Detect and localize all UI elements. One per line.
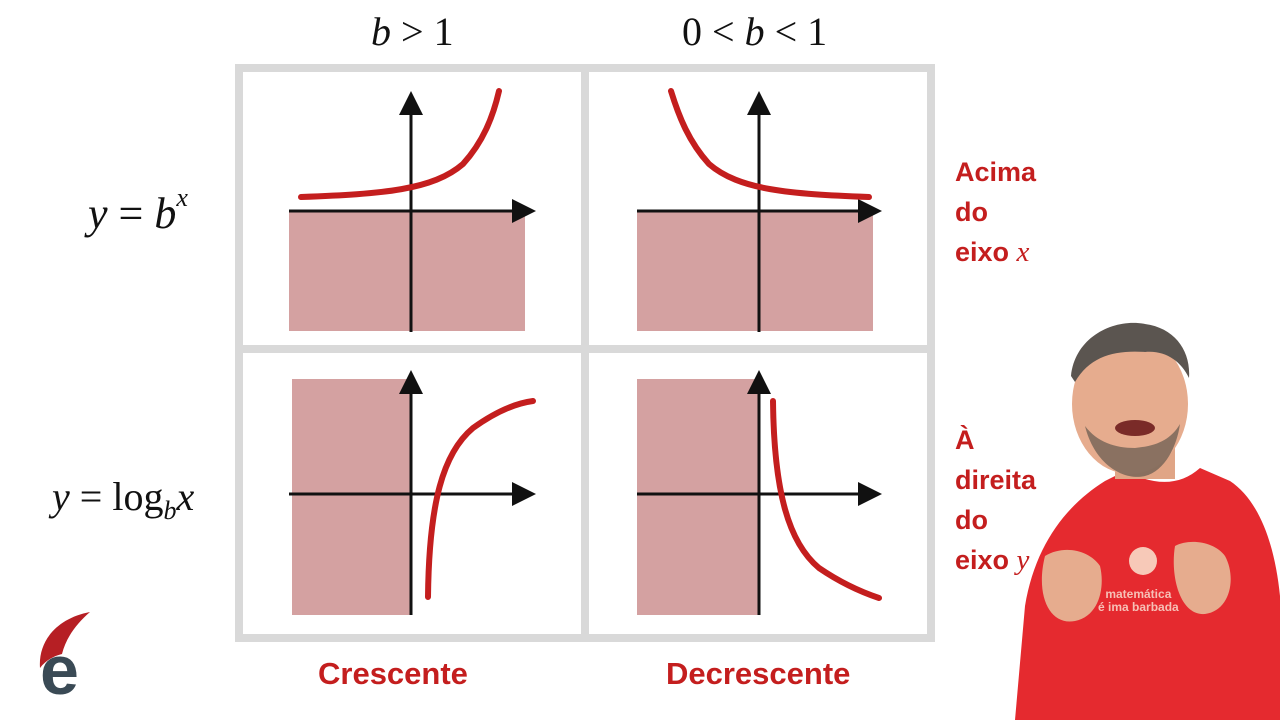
shirt-logo: [1129, 547, 1157, 575]
label-crescente: Crescente: [318, 656, 468, 691]
equals-sign: =: [118, 189, 144, 238]
shaded-region: [637, 211, 873, 331]
less-sign: <: [712, 9, 735, 54]
face: [1072, 334, 1188, 474]
presenter-figure: [1015, 322, 1280, 720]
var-y: y: [1016, 544, 1030, 576]
log-curve: [425, 398, 536, 600]
label-decrescente: Decrescente: [666, 656, 851, 691]
logo-leaf: [39, 612, 90, 668]
less-sign: <: [774, 9, 798, 54]
shaded-region: [289, 211, 525, 331]
log-base-b: b: [163, 496, 177, 525]
side-label-above-x-axis: Acima do eixo x: [955, 152, 1036, 272]
var-y: y: [52, 474, 70, 519]
var-b: b: [744, 9, 765, 54]
side-line: À: [955, 425, 975, 455]
var-b: b: [154, 189, 177, 238]
shirt-text-line: é ima barbada: [1098, 600, 1179, 614]
beard: [1085, 424, 1180, 477]
graph-log-increasing: [289, 370, 536, 615]
hair: [1071, 322, 1190, 382]
shaded-region: [637, 379, 759, 615]
cell-log-decreasing: [589, 353, 927, 634]
exp-curve: [298, 88, 502, 200]
side-line: Acima: [955, 157, 1037, 187]
row-header-logarithm: y = logbx: [52, 473, 194, 526]
shirt-text-line: matemática: [1105, 587, 1172, 601]
var-x: x: [1016, 236, 1030, 268]
mouth: [1115, 420, 1155, 436]
side-line: eixo: [955, 545, 1010, 575]
side-line: eixo: [955, 237, 1010, 267]
shaded-region: [292, 379, 411, 615]
exp-curve: [668, 88, 872, 200]
graph-grid: [235, 64, 935, 642]
row-header-exponential: y = bx: [88, 183, 188, 239]
side-line: direita: [955, 465, 1037, 495]
one: 1: [433, 9, 454, 54]
brand-logo: e: [39, 612, 90, 700]
column-header-b-greater-1: b > 1: [371, 8, 454, 55]
shirt-text: matemática é ima barbada: [1098, 588, 1179, 614]
log-word: log: [112, 474, 164, 519]
one: 1: [807, 9, 828, 54]
var-x: x: [176, 474, 195, 519]
greater-sign: >: [401, 9, 424, 54]
var-y: y: [88, 189, 108, 238]
graph-exp-decreasing: [637, 88, 882, 332]
column-header-b-between-0-1: 0 < b < 1: [682, 8, 827, 55]
shirt: [1015, 468, 1280, 720]
log-curve: [770, 398, 882, 601]
cell-exp-decreasing: [589, 72, 927, 345]
zero: 0: [682, 9, 702, 54]
side-label-right-of-y-axis: À direita do eixo y: [955, 420, 1036, 580]
side-line: do: [955, 197, 988, 227]
cell-log-increasing: [243, 353, 581, 634]
cell-exp-increasing: [243, 72, 581, 345]
var-b: b: [371, 9, 391, 54]
graph-log-decreasing: [637, 370, 882, 615]
equals-sign: =: [79, 474, 103, 519]
side-line: do: [955, 505, 988, 535]
graph-exp-increasing: [289, 88, 536, 332]
hands: [1041, 541, 1231, 622]
exponent-x: x: [176, 183, 188, 213]
logo-letter: e: [40, 631, 79, 700]
